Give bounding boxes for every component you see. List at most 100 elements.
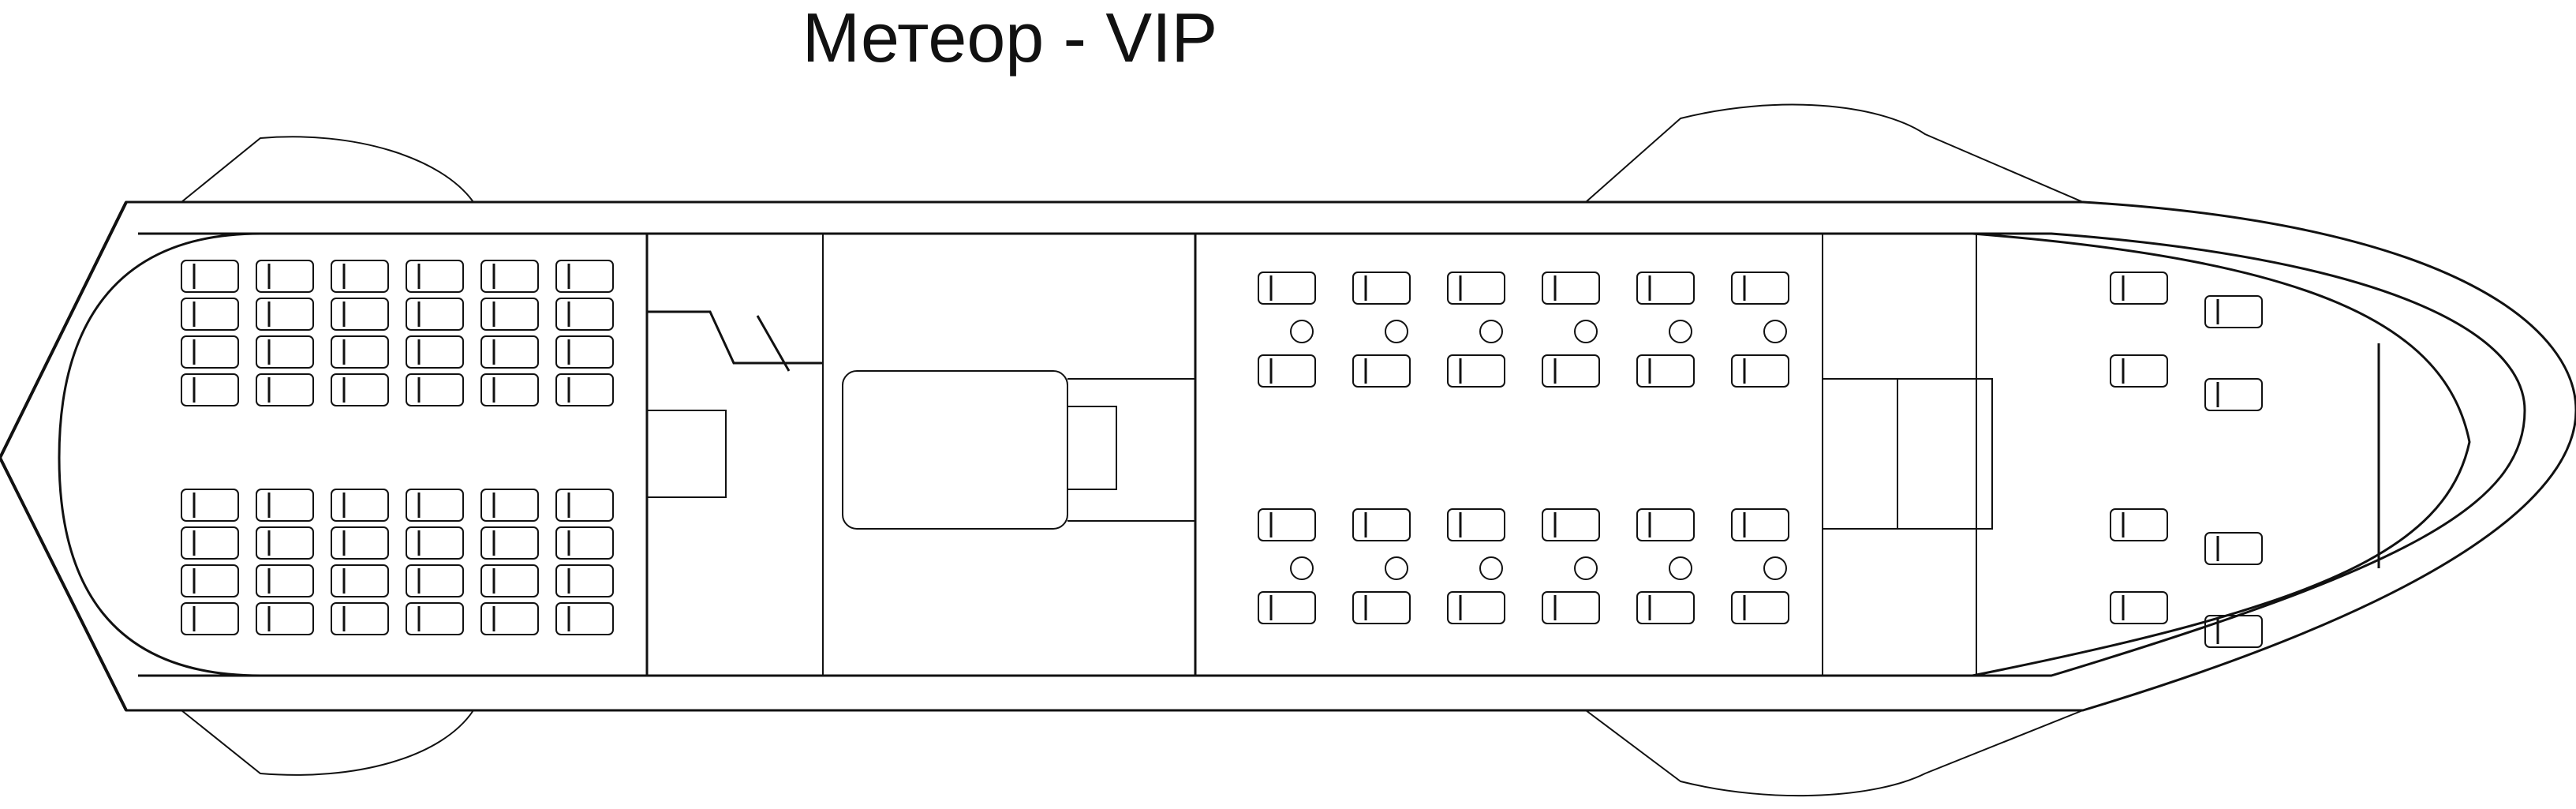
bow-seat <box>555 260 614 293</box>
bow-cabin-seats <box>181 260 614 635</box>
main-seat <box>1731 354 1789 388</box>
main-seat <box>1258 354 1316 388</box>
stern-saloon-seats <box>2110 272 2263 648</box>
bow-seat <box>256 526 314 560</box>
bow-seat <box>480 564 539 597</box>
bow-seat <box>181 260 239 293</box>
bow-seat <box>331 260 389 293</box>
bow-seat <box>256 373 314 406</box>
bow-seat <box>406 260 464 293</box>
bow-seat <box>406 298 464 331</box>
round-table <box>1385 556 1408 580</box>
round-table <box>1290 556 1314 580</box>
bow-seat <box>555 602 614 635</box>
diagram-title: Метеор - VIP <box>802 0 1218 77</box>
round-table <box>1574 556 1598 580</box>
round-table <box>1763 320 1787 343</box>
main-seat <box>1731 272 1789 305</box>
stern-seat <box>2110 354 2168 388</box>
main-seat <box>1352 272 1411 305</box>
bow-seat <box>555 335 614 369</box>
stern-seat <box>2204 378 2263 411</box>
bow-seat <box>480 260 539 293</box>
bow-cabin-wall <box>58 232 261 677</box>
bow-seat <box>256 602 314 635</box>
stern-seat <box>2204 615 2263 648</box>
bow-seat <box>181 602 239 635</box>
bow-seat <box>331 298 389 331</box>
bow-seat <box>555 373 614 406</box>
stern-seat <box>2110 508 2168 541</box>
bow-seat <box>406 526 464 560</box>
bow-seat <box>406 564 464 597</box>
bow-seat <box>331 489 389 522</box>
round-table <box>1574 320 1598 343</box>
main-seat <box>1542 354 1600 388</box>
bow-seat <box>181 489 239 522</box>
bow-seat <box>331 564 389 597</box>
main-seat <box>1258 508 1316 541</box>
bow-seat <box>256 260 314 293</box>
bow-seat <box>406 489 464 522</box>
bow-seat <box>480 373 539 406</box>
bow-seat <box>181 298 239 331</box>
main-seat <box>1447 272 1505 305</box>
tables <box>1290 320 1787 580</box>
bow-seat <box>480 602 539 635</box>
bow-seat <box>480 298 539 331</box>
fender-top-left <box>181 136 474 203</box>
main-seat <box>1447 591 1505 624</box>
bow-seat <box>181 526 239 560</box>
main-seat <box>1636 272 1695 305</box>
stern-seat <box>2110 272 2168 305</box>
bow-seat <box>256 564 314 597</box>
main-seat <box>1258 272 1316 305</box>
main-seat <box>1542 508 1600 541</box>
bow-seat <box>331 335 389 369</box>
main-seat <box>1542 272 1600 305</box>
bow-seat <box>555 298 614 331</box>
main-seat <box>1352 591 1411 624</box>
fender-top-right <box>1585 103 2084 203</box>
main-seat <box>1542 591 1600 624</box>
bow-seat <box>181 335 239 369</box>
main-seat <box>1447 508 1505 541</box>
bow-seat <box>406 373 464 406</box>
round-table <box>1385 320 1408 343</box>
main-seat <box>1258 591 1316 624</box>
bow-seat <box>406 335 464 369</box>
round-table <box>1669 320 1692 343</box>
main-seat <box>1352 508 1411 541</box>
bow-seat <box>555 489 614 522</box>
main-saloon-seats <box>1258 272 1789 624</box>
fender-bottom-right <box>1585 710 2084 797</box>
bow-seat <box>256 298 314 331</box>
bow-seat <box>181 564 239 597</box>
bow-seat <box>555 526 614 560</box>
main-seat <box>1636 508 1695 541</box>
stern-cabin-wall <box>1972 232 2471 677</box>
fender-bottom-left <box>181 710 474 776</box>
main-seat <box>1636 354 1695 388</box>
bow-seat <box>256 335 314 369</box>
bow-seat <box>406 602 464 635</box>
bow-seat <box>331 526 389 560</box>
main-seat <box>1447 354 1505 388</box>
stern-seat <box>2204 295 2263 328</box>
round-table <box>1669 556 1692 580</box>
bow-seat <box>331 373 389 406</box>
bow-seat <box>480 526 539 560</box>
bow-seat <box>181 373 239 406</box>
bow-seat <box>555 564 614 597</box>
main-seat <box>1352 354 1411 388</box>
main-seat <box>1731 591 1789 624</box>
stern-seat <box>2110 591 2168 624</box>
bow-seat <box>480 335 539 369</box>
main-seat <box>1636 591 1695 624</box>
round-table <box>1479 556 1503 580</box>
round-table <box>1763 556 1787 580</box>
bow-seat <box>331 602 389 635</box>
bow-seat <box>480 489 539 522</box>
round-table <box>1290 320 1314 343</box>
